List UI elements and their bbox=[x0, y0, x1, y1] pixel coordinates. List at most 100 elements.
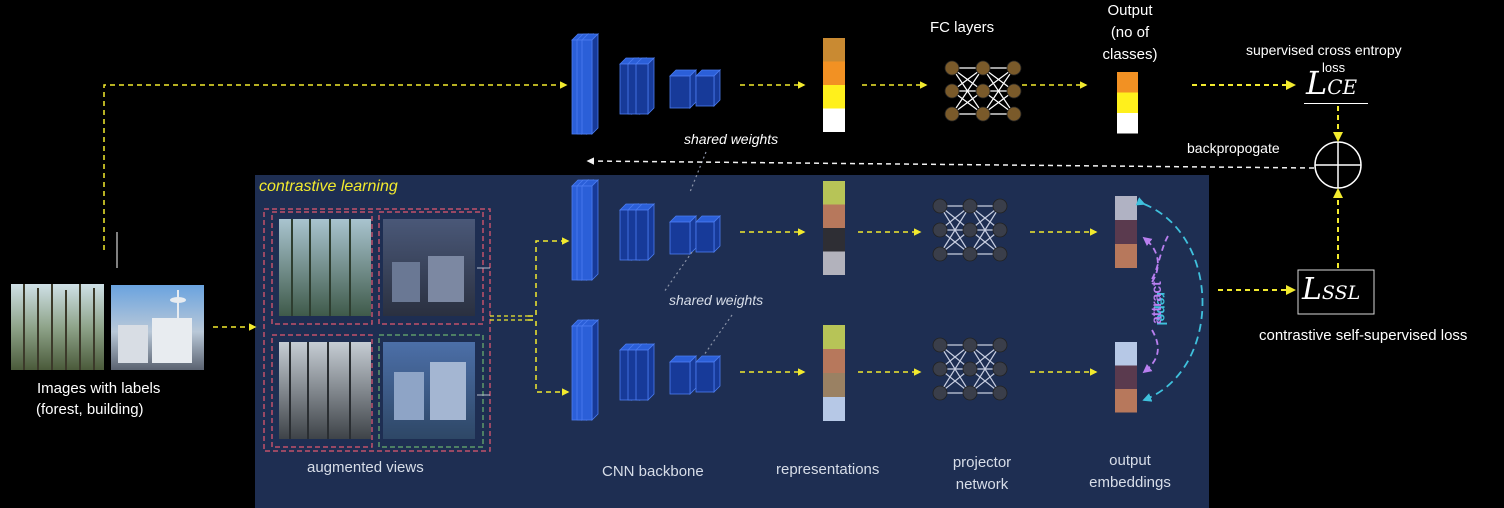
net-node bbox=[962, 361, 978, 377]
vector-cell bbox=[823, 228, 845, 252]
ce-loss-subscript: CE bbox=[1327, 75, 1358, 99]
repel-arc bbox=[1135, 197, 1204, 402]
net-node bbox=[1006, 83, 1022, 99]
net-edge bbox=[951, 67, 984, 115]
net-node bbox=[932, 222, 948, 238]
ssl-loss-symbol: LSSL bbox=[1302, 272, 1360, 307]
cnn-layer-side bbox=[713, 215, 721, 253]
net-node bbox=[962, 385, 978, 401]
vector-cell bbox=[823, 61, 845, 85]
cnn-layer-side bbox=[647, 343, 655, 401]
ce-loss-symbol: LCE bbox=[1306, 64, 1357, 102]
embeddings-label-line1: output bbox=[1109, 452, 1151, 469]
cnn-layer-side bbox=[689, 355, 697, 395]
input-image-forest bbox=[11, 284, 104, 370]
net-node bbox=[975, 106, 991, 122]
backpropagation-arrow bbox=[586, 157, 1315, 169]
net-node bbox=[932, 246, 948, 262]
cnn-layer bbox=[581, 39, 593, 135]
fc-layers-network bbox=[944, 60, 1022, 122]
ce-loss-underline bbox=[1304, 103, 1368, 104]
supervised-loss-label-line1: supervised cross entropy bbox=[1246, 42, 1402, 58]
cnn-layer-side bbox=[647, 203, 655, 261]
shared-weights-link-bot bbox=[703, 314, 733, 356]
net-node bbox=[944, 106, 960, 122]
cnn-layer bbox=[581, 185, 593, 281]
representations-label: representations bbox=[776, 461, 880, 478]
cnn-layer bbox=[695, 361, 715, 393]
net-node bbox=[944, 83, 960, 99]
vector-cell bbox=[823, 349, 845, 373]
vector-cell bbox=[823, 38, 845, 62]
output-embedding-mid bbox=[1115, 196, 1137, 268]
vector-cell bbox=[823, 108, 845, 132]
projector-label-line2: network bbox=[955, 476, 1009, 493]
shared-weights-link-mid bbox=[663, 251, 693, 293]
cnn-layer bbox=[669, 221, 691, 255]
images-label-line2: (forest, building) bbox=[36, 401, 144, 418]
net-node bbox=[962, 222, 978, 238]
output-embedding-bot bbox=[1115, 342, 1137, 413]
vector-cell bbox=[1117, 113, 1138, 134]
cnn-layer bbox=[695, 221, 715, 253]
representation-vector-top bbox=[823, 38, 845, 132]
ce-loss-box bbox=[1298, 60, 1372, 106]
net-node bbox=[1006, 60, 1022, 76]
cnn-layer-side bbox=[713, 355, 721, 393]
net-edge bbox=[939, 344, 971, 394]
net-node bbox=[962, 198, 978, 214]
representation-vector-mid bbox=[823, 181, 845, 275]
projector-label-line1: projector bbox=[952, 454, 1012, 471]
cnn-layer-side bbox=[647, 57, 655, 115]
output-label-line1: Output bbox=[1107, 2, 1153, 19]
cnn-layer-side bbox=[591, 179, 599, 281]
vector-cell bbox=[823, 85, 845, 109]
vector-cell bbox=[823, 373, 845, 397]
cnn-layer-side bbox=[713, 69, 721, 107]
images-label-line1: Images with labels bbox=[37, 380, 161, 397]
net-node bbox=[962, 337, 978, 353]
net-node bbox=[944, 60, 960, 76]
cnn-layer bbox=[581, 325, 593, 421]
vector-cell bbox=[1115, 365, 1137, 389]
net-edge bbox=[982, 67, 1015, 115]
fc-layers-label: FC layers bbox=[930, 19, 995, 36]
arrow-views-to-cnn-mid bbox=[528, 237, 570, 317]
cnn-layer-side bbox=[689, 215, 697, 255]
embeddings-label-line2: embeddings bbox=[1089, 474, 1171, 491]
net-node bbox=[932, 385, 948, 401]
output-class-vector bbox=[1117, 72, 1138, 134]
net-node bbox=[992, 385, 1008, 401]
net-node bbox=[1006, 106, 1022, 122]
input-image-building bbox=[111, 285, 204, 370]
cnn-layer bbox=[695, 75, 715, 107]
contrastive-loss-label: contrastive self-supervised loss bbox=[1259, 327, 1468, 344]
net-edge bbox=[939, 205, 971, 255]
vector-cell bbox=[823, 181, 845, 205]
net-node bbox=[992, 246, 1008, 262]
net-node bbox=[932, 361, 948, 377]
cnn-backbone-mid bbox=[571, 179, 721, 281]
net-node bbox=[975, 60, 991, 76]
sum-node bbox=[1314, 141, 1362, 189]
representation-vector-bot bbox=[823, 325, 845, 421]
projector-network-bot bbox=[932, 337, 1008, 401]
vector-cell bbox=[1115, 389, 1137, 413]
cnn-layer-side bbox=[591, 319, 599, 421]
ssl-loss-subscript: SSL bbox=[1321, 282, 1361, 304]
vector-cell bbox=[1115, 196, 1137, 220]
net-node bbox=[932, 198, 948, 214]
attract-label: attract bbox=[1148, 281, 1164, 324]
cnn-backbone-label: CNN backbone bbox=[602, 463, 704, 480]
backpropogate-label: backpropogate bbox=[1187, 140, 1280, 156]
shared-weights-top-label: shared weights bbox=[684, 131, 779, 147]
vector-cell bbox=[1115, 220, 1137, 244]
net-edge bbox=[969, 205, 1001, 255]
net-node bbox=[992, 222, 1008, 238]
net-node bbox=[975, 83, 991, 99]
vector-cell bbox=[823, 397, 845, 421]
projector-network-mid bbox=[932, 198, 1008, 262]
output-label-line2: (no of bbox=[1110, 24, 1150, 41]
augmented-views-group bbox=[263, 208, 528, 452]
